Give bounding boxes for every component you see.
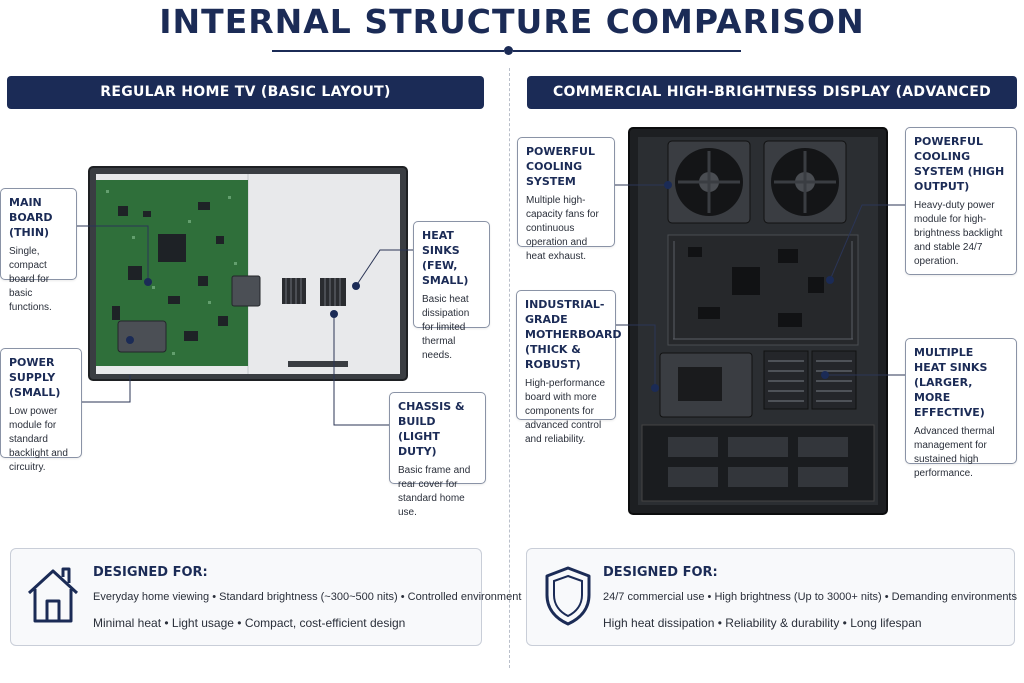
callout-main-board: MAIN BOARD (THIN) Single, compact board … xyxy=(0,188,77,313)
multiple-heat-sinks xyxy=(763,350,857,410)
callout-body: High-performance board with more compone… xyxy=(525,378,606,445)
designed-for-label: DESIGNED FOR: xyxy=(603,565,718,580)
callout-power-supply: POWER SUPPLY (SMALL) Low power module fo… xyxy=(0,348,82,473)
callout-body: Single, compact board for basic function… xyxy=(9,246,52,313)
callout-heat-sinks: HEAT SINKS (FEW, SMALL) Basic heat dissi… xyxy=(413,221,490,361)
designed-for-line: High heat dissipation • Reliability & du… xyxy=(603,616,922,630)
callout-heading: INDUSTRIAL-GRADE MOTHERBOARD (THICK & RO… xyxy=(525,298,622,371)
center-divider xyxy=(509,68,510,668)
heat-sinks xyxy=(282,278,346,306)
callout-body: Basic frame and rear cover for standard … xyxy=(398,465,471,518)
page-title: INTERNAL STRUCTURE COMPARISON xyxy=(159,2,865,41)
designed-for-label: DESIGNED FOR: xyxy=(93,565,208,580)
title-rule-right xyxy=(513,50,741,52)
callout-body: Multiple high-capacity fans for continuo… xyxy=(526,195,599,262)
home-tv-banner: REGULAR HOME TV (BASIC LAYOUT) xyxy=(7,76,484,109)
commercial-display-illustration xyxy=(628,127,888,515)
callout-heading: POWER SUPPLY (SMALL) xyxy=(9,356,61,399)
callout-chassis: CHASSIS & BUILD (LIGHT DUTY) Basic frame… xyxy=(389,392,486,518)
callout-body: Heavy-duty power module for high-brightn… xyxy=(914,200,1003,267)
callout-multiple-heat-sinks: MULTIPLE HEAT SINKS (LARGER, MORE EFFECT… xyxy=(905,338,1017,479)
callout-heading: POWERFUL COOLING SYSTEM xyxy=(526,145,595,188)
callout-heading: POWERFUL COOLING SYSTEM (HIGH OUTPUT) xyxy=(914,135,1005,193)
commercial-display-banner: COMMERCIAL HIGH-BRIGHTNESS DISPLAY (ADVA… xyxy=(527,76,1017,133)
shield-icon xyxy=(545,566,591,626)
title-rule-left xyxy=(272,50,504,52)
callout-heading: MAIN BOARD (THIN) xyxy=(9,196,53,239)
commercial-designed-for-panel: DESIGNED FOR: 24/7 commercial use • High… xyxy=(526,548,1017,646)
callout-cooling-system: POWERFUL COOLING SYSTEM Multiple high-ca… xyxy=(517,137,615,262)
home-designed-for-panel: DESIGNED FOR: Everyday home viewing • St… xyxy=(10,548,521,646)
designed-for-line: Minimal heat • Light usage • Compact, co… xyxy=(93,616,406,630)
title-rule-dot xyxy=(504,46,513,55)
callout-body: Advanced thermal management for sustaine… xyxy=(914,426,995,479)
callout-heading: HEAT SINKS (FEW, SMALL) xyxy=(422,229,469,287)
cooling-fans xyxy=(667,140,847,224)
power-supply xyxy=(117,320,167,353)
callout-motherboard: INDUSTRIAL-GRADE MOTHERBOARD (THICK & RO… xyxy=(516,290,622,445)
callout-cooling-high-output: POWERFUL COOLING SYSTEM (HIGH OUTPUT) He… xyxy=(905,127,1017,275)
designed-for-line: 24/7 commercial use • High brightness (U… xyxy=(603,591,1017,603)
callout-body: Low power module for standard backlight … xyxy=(9,406,68,473)
callout-body: Basic heat dissipation for limited therm… xyxy=(422,294,470,361)
house-icon xyxy=(27,567,79,623)
designed-for-line: Everyday home viewing • Standard brightn… xyxy=(93,591,522,603)
home-tv-illustration xyxy=(88,166,408,381)
callout-heading: MULTIPLE HEAT SINKS (LARGER, MORE EFFECT… xyxy=(914,346,988,419)
callout-heading: CHASSIS & BUILD (LIGHT DUTY) xyxy=(398,400,465,458)
